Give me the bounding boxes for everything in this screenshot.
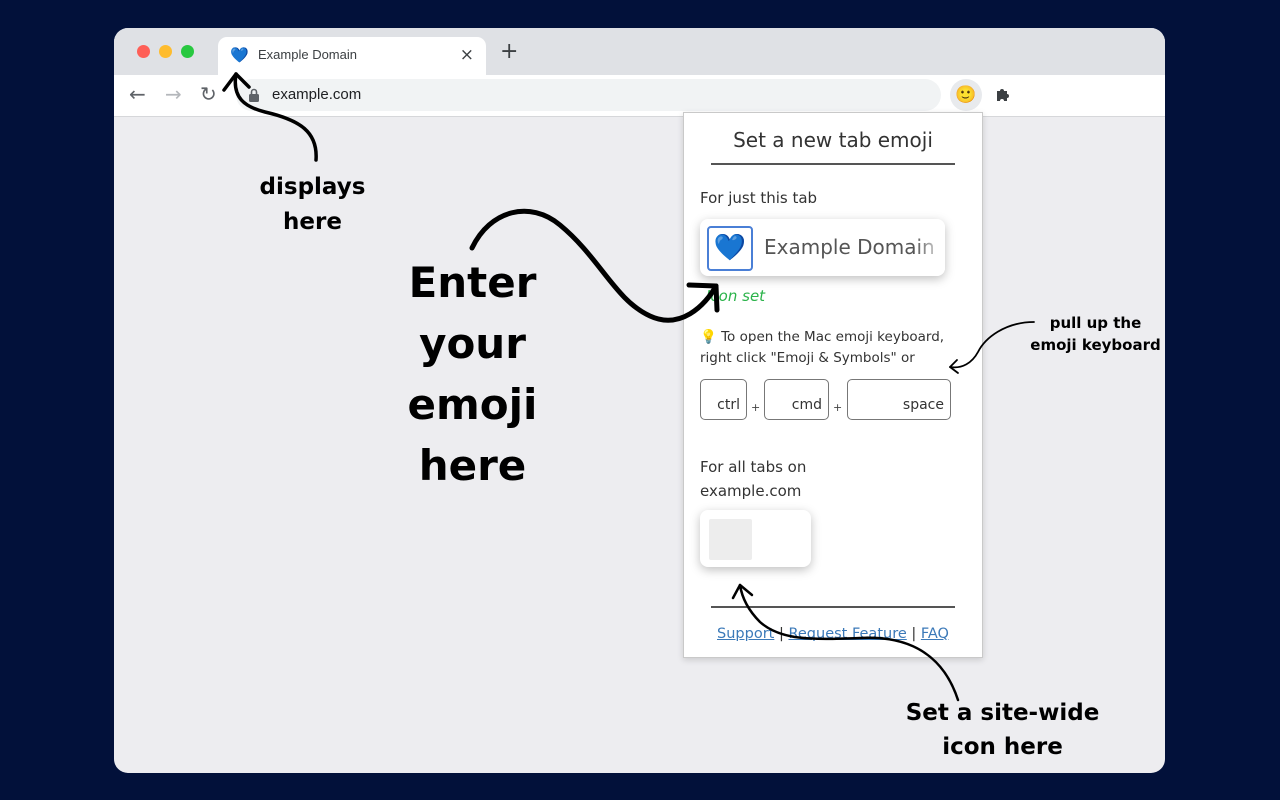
- tab-emoji-input[interactable]: 💙: [707, 226, 753, 271]
- key-ctrl: ctrl: [700, 379, 747, 420]
- faq-link[interactable]: FAQ: [920, 626, 949, 642]
- arrowhead-site-wide: [731, 583, 754, 600]
- browser-toolbar: ← → ↻ example.com 🙂: [114, 75, 1165, 117]
- preview-fade: [915, 219, 945, 276]
- preview-tab-title: Example Domain: [764, 235, 935, 259]
- annotation-line: icon here: [942, 734, 1063, 760]
- emoji-extension-button[interactable]: 🙂: [950, 79, 982, 111]
- annotation-line: pull up the: [1049, 314, 1142, 332]
- tab-favicon-heart-icon: 💙: [230, 46, 249, 64]
- browser-window: 💙 Example Domain × + ← → ↻ example.com 🙂: [114, 28, 1165, 773]
- tab-example-domain[interactable]: 💙 Example Domain ×: [218, 37, 486, 75]
- tab-title: Example Domain: [258, 47, 357, 62]
- close-window-button[interactable]: [137, 45, 150, 58]
- extensions-puzzle-icon[interactable]: [987, 79, 1019, 111]
- plus-sign: +: [833, 401, 843, 414]
- arrow-site-wide: [738, 583, 960, 702]
- annotation-line: emoji: [407, 380, 538, 429]
- key-cmd: cmd: [764, 379, 829, 420]
- back-arrow-icon[interactable]: ←: [129, 82, 146, 106]
- popup-title: Set a new tab emoji: [733, 128, 933, 152]
- arrow-keyboard: [949, 321, 1035, 369]
- annotation-displays-here: displays here: [250, 170, 375, 240]
- all-tabs-label-line1: For all tabs on: [700, 458, 807, 476]
- annotation-enter-emoji: Enter your emoji here: [390, 252, 555, 496]
- tab-preview: 💙 Example Domain: [700, 219, 945, 276]
- extension-popup: Set a new tab emoji For just this tab 💙 …: [683, 112, 983, 658]
- tab-strip: 💙 Example Domain × +: [114, 28, 1165, 75]
- annotation-line: emoji keyboard: [1030, 336, 1161, 354]
- arrow-enter-emoji: [469, 208, 719, 323]
- site-wide-emoji-card: [700, 510, 811, 567]
- arrow-displays-here: [233, 72, 318, 162]
- url-text: example.com: [272, 86, 362, 103]
- title-divider: [711, 163, 955, 165]
- annotation-line: here: [418, 441, 527, 490]
- close-tab-icon[interactable]: ×: [459, 45, 474, 65]
- annotation-site-wide: Set a site-wide icon here: [900, 696, 1105, 764]
- annotation-line: Set a site-wide: [905, 700, 1100, 726]
- minimize-window-button[interactable]: [159, 45, 172, 58]
- hint-text: To open the Mac emoji keyboard, right cl…: [700, 329, 945, 366]
- annotation-line: Enter: [408, 258, 537, 307]
- annotation-line: your: [419, 319, 526, 368]
- lock-icon: [249, 88, 259, 102]
- new-tab-button[interactable]: +: [500, 39, 519, 64]
- link-separator: |: [911, 626, 917, 642]
- annotation-line: here: [283, 209, 342, 235]
- lightbulb-icon: 💡: [700, 329, 717, 345]
- status-message: Icon set: [706, 287, 766, 305]
- footer-divider: [711, 606, 955, 608]
- arrowhead-enter-emoji: [686, 282, 720, 313]
- forward-arrow-icon[interactable]: →: [165, 82, 182, 106]
- site-emoji-input[interactable]: [709, 519, 752, 560]
- annotation-pull-up-keyboard: pull up the emoji keyboard: [1024, 312, 1167, 356]
- all-tabs-label-line2: example.com: [700, 482, 802, 500]
- plus-sign: +: [751, 401, 761, 414]
- support-link[interactable]: Support: [717, 626, 775, 642]
- annotation-line: displays: [259, 174, 366, 200]
- arrowhead-displays-here: [222, 72, 251, 92]
- reload-icon[interactable]: ↻: [200, 82, 217, 106]
- address-bar[interactable]: example.com: [236, 79, 941, 111]
- this-tab-label: For just this tab: [700, 189, 818, 207]
- keyboard-hint: 💡 To open the Mac emoji keyboard, right …: [700, 327, 975, 369]
- key-space: space: [847, 379, 951, 420]
- arrowhead-keyboard: [949, 359, 959, 374]
- maximize-window-button[interactable]: [181, 45, 194, 58]
